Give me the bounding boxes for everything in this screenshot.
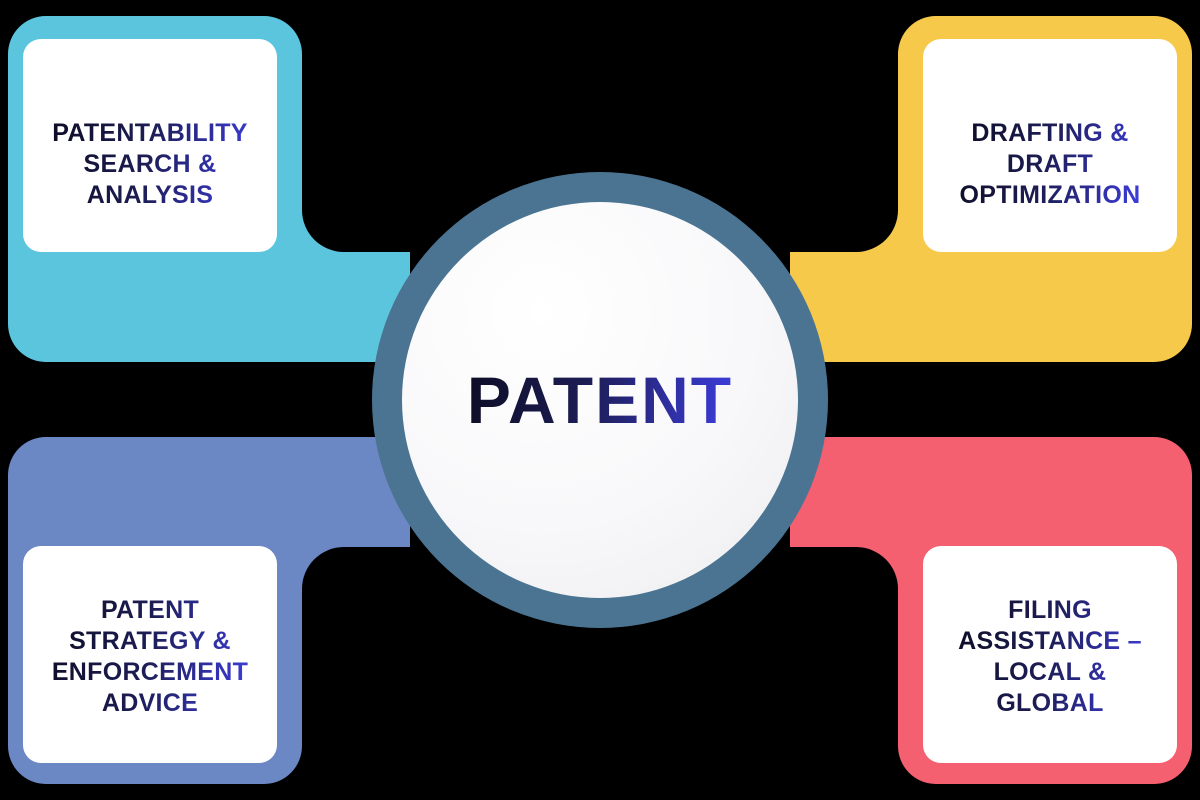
card-line: PATENTABILITY	[52, 119, 248, 147]
patentability-card: PATENTABILITY SEARCH & ANALYSIS	[23, 39, 277, 252]
drafting-label: DRAFTING & DRAFT OPTIMIZATION	[960, 118, 1141, 211]
card-line: ENFORCEMENT	[51, 657, 249, 686]
card-line: STRATEGY &	[69, 626, 231, 655]
card-line: PATENT	[100, 595, 200, 624]
card-line: LOCAL &	[993, 657, 1107, 686]
card-line: SEARCH &	[83, 150, 217, 178]
card-line: DRAFTING &	[971, 119, 1129, 147]
center-circle: PATENT	[402, 202, 798, 598]
strategy-card: PATENT STRATEGY & ENFORCEMENT ADVICE	[23, 546, 277, 763]
center-circle-ring: PATENT	[372, 172, 828, 628]
patentability-label: PATENTABILITY SEARCH & ANALYSIS	[52, 118, 248, 211]
card-line: FILING	[1008, 595, 1092, 624]
center-label: PATENT	[466, 363, 734, 437]
card-line: DRAFT	[1006, 150, 1094, 178]
filing-card: FILING ASSISTANCE – LOCAL & GLOBAL	[923, 546, 1177, 763]
drafting-card: DRAFTING & DRAFT OPTIMIZATION	[923, 39, 1177, 252]
card-line: GLOBAL	[996, 688, 1104, 717]
card-line: ADVICE	[101, 688, 199, 717]
card-line: ANALYSIS	[86, 181, 214, 209]
card-line: OPTIMIZATION	[959, 181, 1141, 209]
card-line: ASSISTANCE –	[958, 626, 1142, 655]
strategy-label: PATENT STRATEGY & ENFORCEMENT ADVICE	[52, 595, 248, 719]
filing-label: FILING ASSISTANCE – LOCAL & GLOBAL	[958, 595, 1142, 719]
